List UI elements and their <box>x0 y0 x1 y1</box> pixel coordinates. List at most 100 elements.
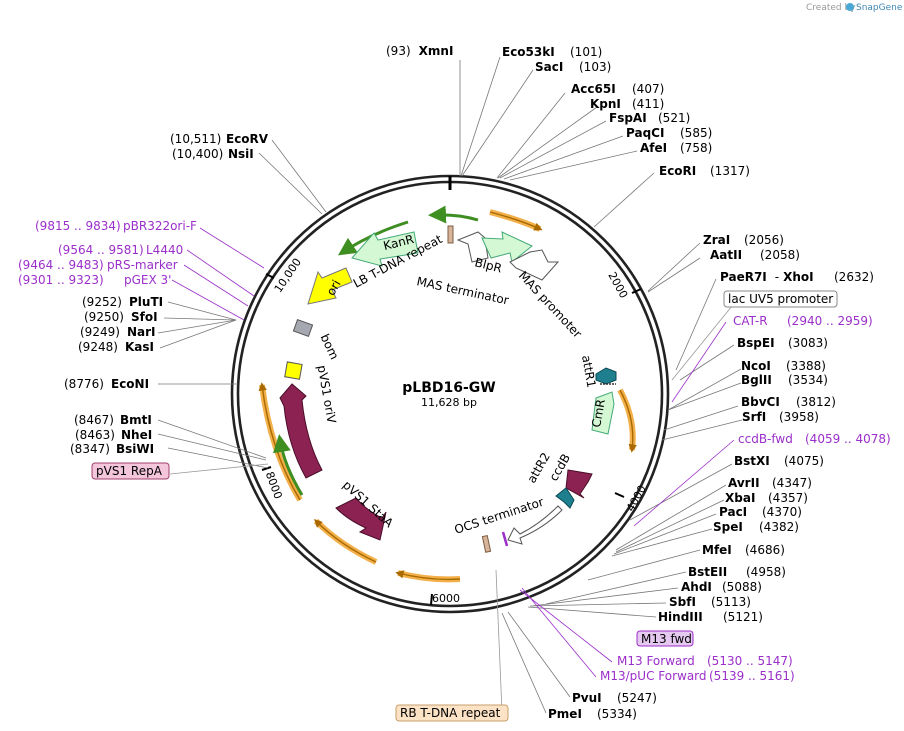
svg-text:(5334): (5334) <box>597 707 637 721</box>
svg-text:(3388): (3388) <box>786 359 826 373</box>
blpr-label: BlpR <box>473 255 503 275</box>
enzyme-ecori: EcoRI <box>659 164 696 178</box>
tick-4000: 4000 <box>624 483 649 514</box>
primer-m13puc-forward: M13/pUC Forward <box>600 669 707 683</box>
svg-text:(5113): (5113) <box>711 595 751 609</box>
pvs1-repa-box <box>91 462 170 480</box>
svg-text:(4059 .. 4078): (4059 .. 4078) <box>805 432 891 446</box>
svg-text:(521): (521) <box>658 111 690 125</box>
tick-8000: 8000 <box>263 470 285 501</box>
enzyme-kpni: KpnI <box>590 97 621 111</box>
svg-text:(9815 .. 9834): (9815 .. 9834) <box>35 219 121 233</box>
plasmid-size: 11,628 bp <box>421 396 477 409</box>
attr2-label: attR2 <box>524 450 552 485</box>
attr2-arrow <box>555 487 575 509</box>
ocs-terminator-arrow <box>507 505 563 545</box>
svg-text:(5247): (5247) <box>617 691 657 705</box>
enzyme-mfei: MfeI <box>702 543 732 557</box>
enzyme-aatii: AatII <box>710 248 742 262</box>
svg-text:(9301 .. 9323): (9301 .. 9323) <box>18 273 104 287</box>
svg-text:(1317): (1317) <box>710 164 750 178</box>
tick-6000: 6000 <box>432 592 460 605</box>
bom-label: bom <box>318 332 342 362</box>
svg-text:(3083): (3083) <box>788 336 828 350</box>
pvs1-repa-label: pVS1 RepA <box>96 464 163 478</box>
svg-text:(2940 .. 2959): (2940 .. 2959) <box>787 314 873 328</box>
svg-text:(10,400): (10,400) <box>172 147 223 161</box>
enzyme-spei: SpeI <box>713 520 743 534</box>
lb-repeat-box <box>447 225 454 244</box>
svg-text:(9249): (9249) <box>80 325 120 339</box>
m13-fwd-label: M13 fwd <box>641 632 692 646</box>
enzyme-nari: NarI <box>127 325 156 339</box>
enzyme-bspei: BspEI <box>737 336 775 350</box>
svg-text:(8467): (8467) <box>74 413 114 427</box>
enzyme-pmei: PmeI <box>548 707 582 721</box>
svg-text:(2056): (2056) <box>744 233 784 247</box>
svg-text:(9252): (9252) <box>82 295 122 309</box>
lac-uv5-box <box>723 290 838 308</box>
pvs1-oriv-label: pVS1 oriV <box>315 364 339 425</box>
primer-prs-marker: pRS-marker <box>107 258 178 272</box>
enzyme-paqci: PaqCI <box>626 126 664 140</box>
primer-ccdb-fwd: ccdB-fwd <box>738 432 793 446</box>
enzyme-bsiwi: BsiWI <box>116 442 154 456</box>
enzyme-srfi: SrfI <box>742 410 766 424</box>
mas-promoter-arrow <box>509 249 560 281</box>
svg-text:(5130 .. 5147): (5130 .. 5147) <box>707 654 793 668</box>
enzyme-bglii: BglII <box>741 373 772 387</box>
svg-text:(8347): (8347) <box>70 442 110 456</box>
svg-text:(9464 .. 9483): (9464 .. 9483) <box>18 258 104 272</box>
svg-text:(585): (585) <box>680 126 712 140</box>
kanr-arrow <box>351 231 419 267</box>
svg-text:(2058): (2058) <box>760 248 800 262</box>
snapgene-logo-icon <box>846 3 854 11</box>
enzyme-bsteii: BstEII <box>688 565 727 579</box>
svg-text:(411): (411) <box>632 97 664 111</box>
svg-text:(4686): (4686) <box>745 543 785 557</box>
svg-text:(8776): (8776) <box>64 377 104 391</box>
pvs1-staa-arrow <box>335 497 387 541</box>
rb-repeat-label-box <box>395 704 509 722</box>
enzyme-fspai: FspAI <box>609 111 647 125</box>
bom-box <box>292 318 314 338</box>
enzyme-afei: AfeI <box>640 141 667 155</box>
mas-terminator-label: MAS terminator <box>415 274 510 307</box>
blpr-arrow <box>481 231 533 263</box>
cmr-arrow <box>591 391 615 435</box>
enzyme-eco53ki: Eco53kI <box>502 45 555 59</box>
m13-fwd-box <box>636 630 694 647</box>
svg-text:(4958): (4958) <box>746 565 786 579</box>
svg-text:(758): (758) <box>680 141 712 155</box>
enzyme-hindiii: HindIII <box>658 610 703 624</box>
attr1-label: attR1 <box>579 354 598 389</box>
svg-text:(4357): (4357) <box>768 491 808 505</box>
credit-prefix: Created by <box>806 3 856 13</box>
rb-repeat-label: RB T-DNA repeat <box>400 706 501 720</box>
enzyme-ncoi: NcoI <box>741 359 771 373</box>
enzyme-econi: EcoNI <box>111 377 149 391</box>
plasmid-name: pLBD16-GW <box>402 380 495 396</box>
lb-repeat-arrow <box>428 205 479 224</box>
credit-brand: SnapGene <box>856 3 903 13</box>
enzyme-nsii: NsiI <box>228 147 254 161</box>
enzyme-xbai: XbaI <box>725 491 755 505</box>
svg-text:(101): (101) <box>570 45 602 59</box>
svg-text:(9564 .. 9581): (9564 .. 9581) <box>58 243 144 257</box>
svg-text:(3958): (3958) <box>779 410 819 424</box>
svg-text:(5139 .. 5161): (5139 .. 5161) <box>709 669 795 683</box>
svg-text:(4370): (4370) <box>762 505 802 519</box>
leader-lines <box>157 56 743 714</box>
svg-text:(3812): (3812) <box>796 395 836 409</box>
svg-text:(9250): (9250) <box>84 310 124 324</box>
svg-text:(9248): (9248) <box>78 340 118 354</box>
primer-pbr322ori-f: pBR322ori-F <box>123 219 197 233</box>
primer-m13-forward: M13 Forward <box>617 654 695 668</box>
enzyme-bstxi: BstXI <box>734 454 770 468</box>
enzyme-ecorv: EcoRV <box>226 132 269 146</box>
cmr-label: CmR <box>589 398 608 428</box>
primer-l4440: L4440 <box>146 243 183 257</box>
svg-text:(10,511): (10,511) <box>170 132 221 146</box>
enzyme-xmni: XmnI <box>419 44 454 58</box>
